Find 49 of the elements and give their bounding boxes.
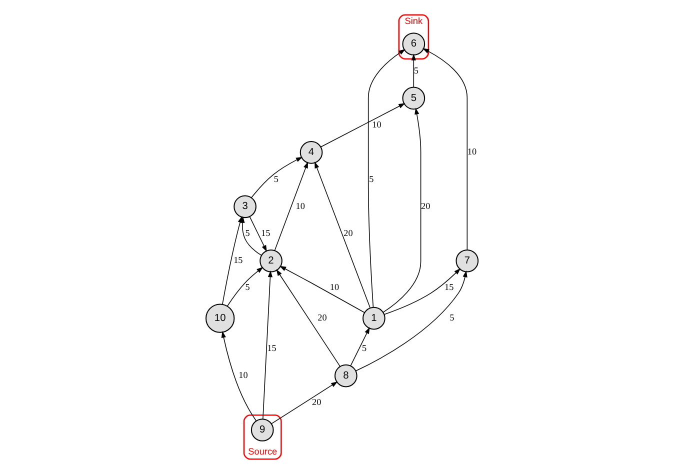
edge-label: 15	[444, 282, 454, 292]
edge-label: 20	[420, 200, 430, 211]
node-circle: 5	[402, 86, 425, 110]
node-circle: 1	[362, 306, 385, 330]
node-circle: 4	[299, 141, 322, 164]
node-circle: 8	[334, 364, 357, 388]
edge-label: 10	[466, 146, 476, 157]
edge-label: 5	[413, 65, 418, 76]
node-circle: 6	[402, 32, 425, 56]
arrow	[314, 162, 370, 308]
arrow	[382, 108, 421, 313]
node-circle: 3	[233, 195, 256, 218]
edge-label: 15	[233, 255, 242, 266]
arrow	[320, 103, 405, 148]
arrow	[222, 216, 242, 305]
edge-label: 5	[368, 174, 374, 184]
edge-label: 15	[260, 228, 270, 238]
edge-label: 15	[266, 342, 276, 353]
edge-label: 20	[312, 397, 321, 408]
arrow	[274, 162, 308, 252]
arrow	[410, 54, 416, 88]
node-circle: 9	[250, 418, 274, 442]
edge-label: 10	[295, 200, 304, 211]
edge-label: 10	[372, 120, 381, 130]
node-circle: 7	[455, 249, 478, 272]
edge-label: 10	[329, 282, 339, 292]
arrow	[422, 48, 468, 250]
arrow	[250, 156, 302, 198]
arrow	[383, 268, 460, 315]
arrow	[262, 270, 272, 420]
edge-label: 5	[244, 282, 250, 292]
edge-label: 5	[244, 228, 250, 238]
node-circle: 10	[205, 304, 234, 333]
edge-label: 20	[317, 312, 326, 323]
arrow	[270, 381, 338, 424]
arrow	[367, 49, 405, 308]
arrow	[226, 266, 263, 307]
node-circle: 2	[259, 249, 282, 272]
arrow	[248, 216, 266, 252]
edge-label: 5	[361, 342, 366, 353]
arrow	[354, 270, 467, 372]
arrow	[276, 269, 340, 367]
arrow	[350, 327, 370, 366]
arrow	[220, 331, 256, 422]
edge-label: 5	[449, 312, 454, 323]
edge-label: 20	[343, 228, 352, 238]
edge-label: 10	[238, 370, 248, 380]
arrow	[278, 266, 364, 313]
edge-label: 5	[273, 174, 278, 184]
